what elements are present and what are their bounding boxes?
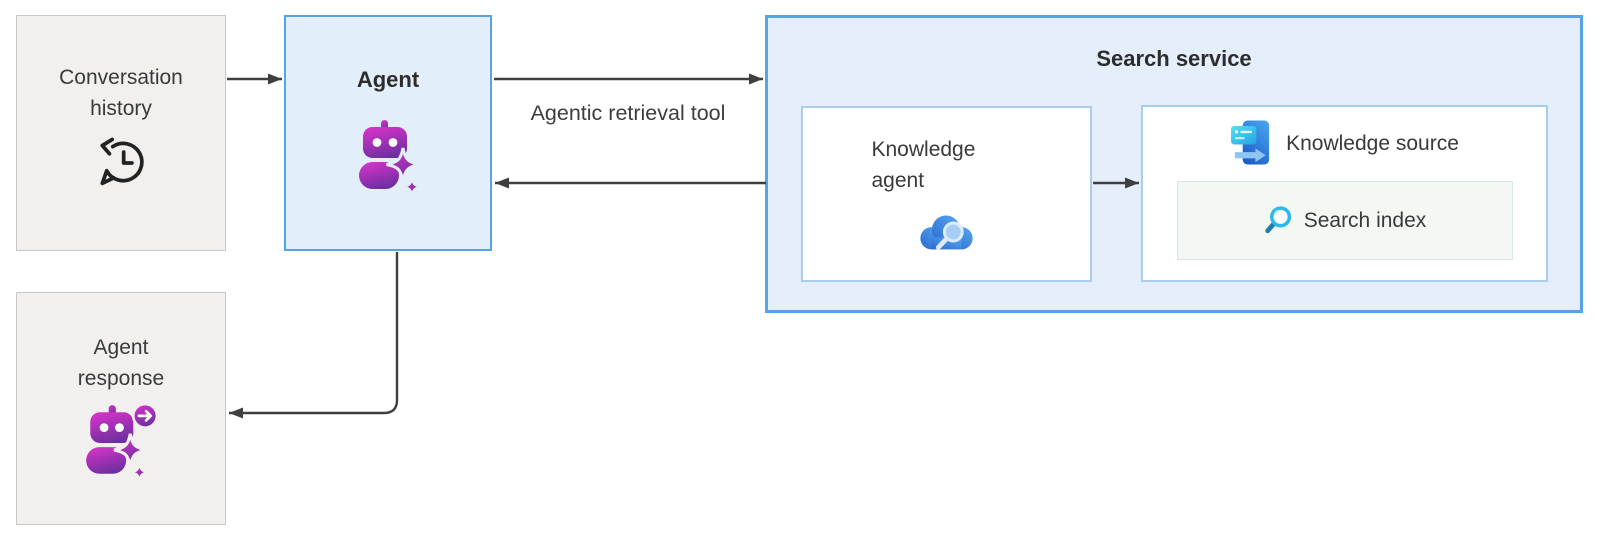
node-agent: Agent <box>284 15 492 251</box>
knowledge-agent-label: Knowledge agent <box>871 137 976 192</box>
node-knowledge-agent: Knowledge agent <box>801 106 1092 282</box>
arrow-agent-to-response <box>229 252 399 419</box>
copilot-send-icon <box>86 402 159 481</box>
search-index-label: Search index <box>1303 208 1427 232</box>
node-knowledge-source: Knowledge source Search index <box>1141 105 1548 282</box>
search-service-title: Search service <box>1096 46 1252 71</box>
search-magnifier-icon <box>1264 206 1291 234</box>
copilot-agent-icon <box>359 119 421 195</box>
knowledge-source-header: Knowledge source <box>1230 119 1459 168</box>
knowledge-source-icon <box>1231 120 1270 165</box>
history-chat-icon <box>99 137 144 185</box>
node-agent-response: Agent response <box>16 292 226 525</box>
node-search-index: Search index <box>1176 181 1513 260</box>
knowledge-source-label: Knowledge source <box>1286 131 1459 155</box>
node-search-service: Search service Knowledge agent <box>765 15 1583 313</box>
agentic-retrieval-tool-label: Agentic retrieval tool <box>530 101 726 125</box>
search-cloud-icon <box>919 215 973 250</box>
agent-response-label: Agent response <box>77 335 165 390</box>
conversation-history-label: Conversation history <box>59 65 183 120</box>
node-conversation-history: Conversation history <box>16 15 226 251</box>
agent-label: Agent <box>356 66 420 92</box>
